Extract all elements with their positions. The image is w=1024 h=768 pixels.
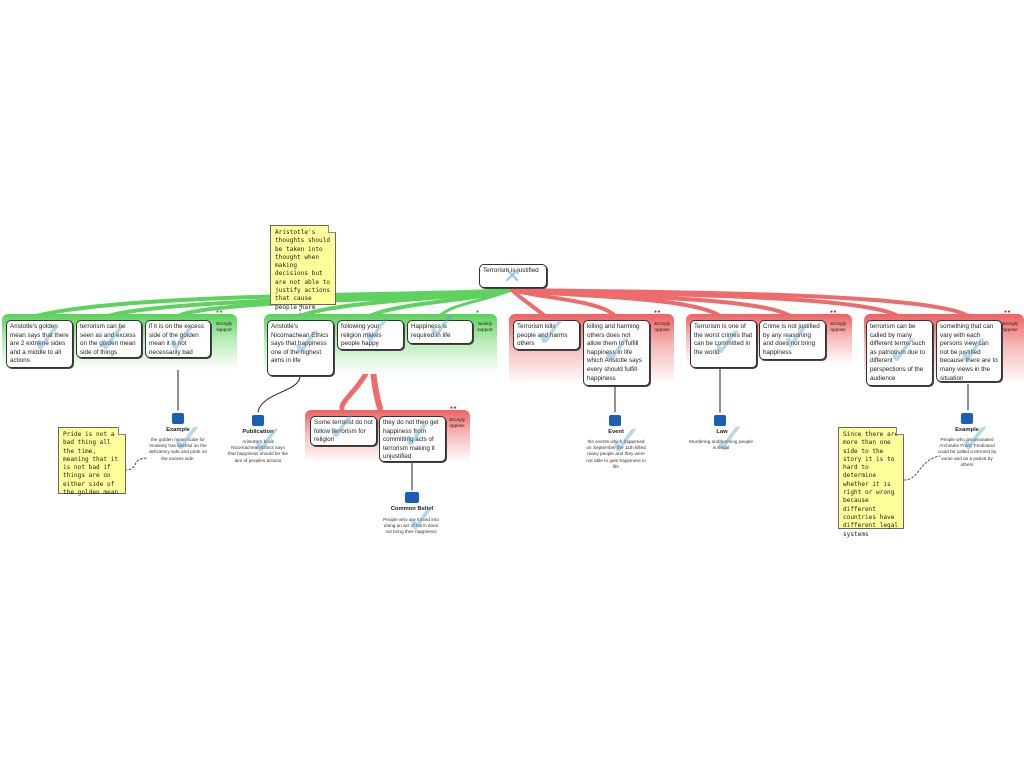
common-belief-icon (405, 492, 419, 503)
objection-not-follow[interactable]: Some terrorist do not follow terrorism f… (310, 416, 377, 446)
evidence-title[interactable]: Event (608, 429, 624, 435)
evidence-text: Murdering and harming people is illegal (689, 439, 753, 451)
argument-crime-not-justified[interactable]: Crime is not justified by any reasoning … (759, 320, 826, 360)
argument-vary-views[interactable]: something that can vary with each person… (936, 320, 1002, 382)
group-label-strongly-oppose: strongly oppose (653, 321, 671, 332)
evidence-text: the events which happened on September t… (586, 439, 646, 469)
evidence-text: the golden mean scale for modesty has ba… (148, 437, 208, 461)
evidence-title[interactable]: Common Belief (390, 506, 434, 512)
evidence-title[interactable]: Example (166, 427, 190, 433)
example-icon (172, 413, 184, 424)
note-more-than-one-side[interactable]: Since there are more than one side to th… (838, 427, 904, 538)
evidence-text: Aristotle's book Nicomachean Ethics says… (228, 439, 288, 463)
group-dots: ●● (1004, 309, 1012, 315)
group-dots: ●● (830, 309, 838, 315)
group-dots: ● (476, 309, 480, 315)
argument-worst-crimes[interactable]: Terrorism is one of the worst crimes tha… (690, 320, 757, 368)
argument-kills[interactable]: Terrorism kills people and harms others (513, 320, 580, 350)
law-icon (714, 415, 726, 426)
evidence-text: People who are forced into doing an act … (383, 517, 439, 535)
argument-nicomachean[interactable]: Aristotle's Nicomachean Ethics says that… (267, 320, 334, 376)
group-label-strongly-oppose: strongly oppose (829, 321, 847, 332)
argument-golden-mean[interactable]: Aristotle's golden mean says that there … (6, 320, 73, 368)
root-claim[interactable]: Terrorism is justified (479, 264, 547, 288)
group-label-strongly-oppose: strongly oppose (448, 417, 466, 428)
event-icon (609, 415, 621, 426)
group-label-strongly-support: strongly support (215, 321, 233, 332)
publication-icon (252, 415, 264, 426)
example-icon (961, 413, 973, 424)
objection-no-happiness[interactable]: they do not then get happiness from comm… (379, 416, 446, 462)
group-label-strongly-oppose: strongly oppose (1001, 321, 1019, 332)
evidence-title[interactable]: Example (955, 427, 979, 433)
note-pride[interactable]: Pride is not a bad thing all the time, m… (58, 427, 126, 496)
argument-excess[interactable]: terrorism can be seen as and excess on t… (76, 320, 142, 358)
argument-not-bad[interactable]: if it is on the excess side of the golde… (145, 320, 211, 358)
note-aristotle-thoughts[interactable]: Aristotle's thoughts should be taken int… (270, 225, 336, 311)
group-dots: ●● (450, 405, 458, 411)
group-dots: ●● (654, 309, 662, 315)
argument-called-many[interactable]: terrorism can be called by many differen… (866, 320, 933, 386)
group-label-weakly-support: weakly support (477, 321, 493, 332)
argument-killing-harming[interactable]: killing and harming others does not allo… (583, 320, 650, 386)
evidence-title[interactable]: Law (716, 429, 728, 435)
argument-following-religion[interactable]: following your religion makes people hap… (337, 320, 404, 350)
argument-happiness-required[interactable]: Happiness is required in life (407, 320, 473, 344)
evidence-title[interactable]: Publication (242, 429, 274, 435)
evidence-text: People who assassinated Archduke Franz F… (937, 437, 997, 467)
group-dots: ●● (216, 309, 224, 315)
